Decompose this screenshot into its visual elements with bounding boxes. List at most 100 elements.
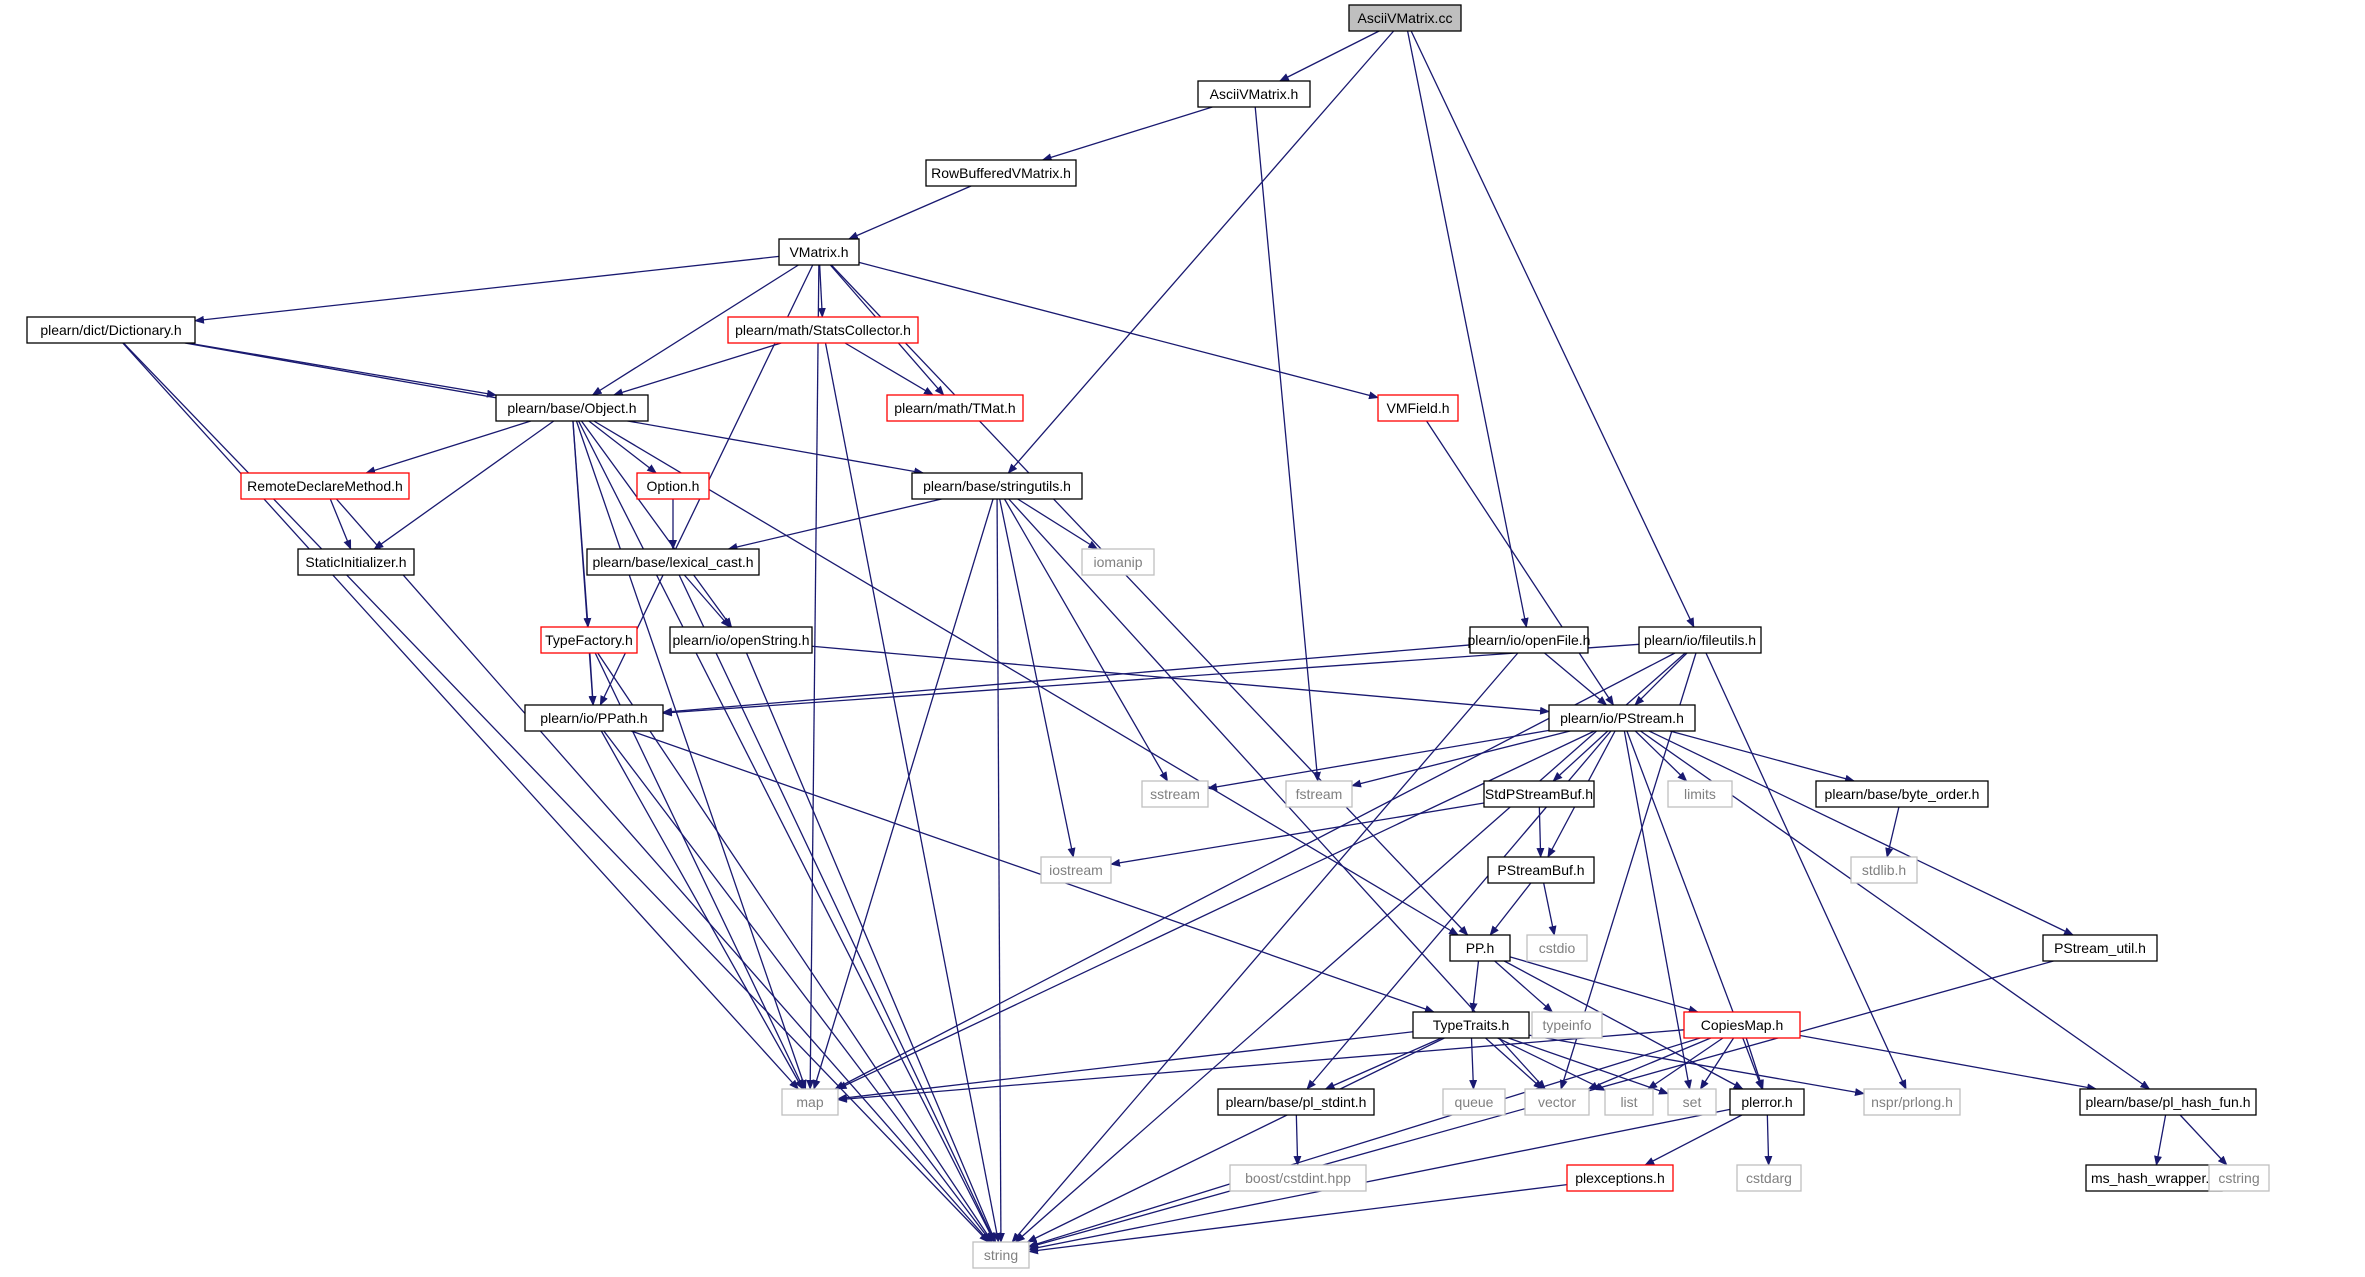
node-box bbox=[1548, 704, 1696, 732]
edge-root-to-openfile bbox=[1406, 30, 1529, 628]
node-plerror[interactable]: plerror.h bbox=[1729, 1088, 1805, 1116]
edge-root-to-avm_h bbox=[1278, 30, 1380, 82]
node-openfile[interactable]: plearn/io/openFile.h bbox=[1468, 626, 1591, 654]
edge-typetraits-to-queue bbox=[1469, 1037, 1478, 1090]
node-label: RowBufferedVMatrix.h bbox=[931, 165, 1071, 181]
node-label: plearn/math/StatsCollector.h bbox=[735, 322, 911, 338]
edge-openfile-to-string bbox=[1011, 652, 1519, 1243]
node-box bbox=[925, 159, 1077, 187]
node-psutil[interactable]: PStream_util.h bbox=[2042, 934, 2158, 962]
node-stats[interactable]: plearn/math/StatsCollector.h bbox=[727, 316, 919, 344]
node-box bbox=[636, 472, 710, 500]
edge-stats-to-object bbox=[612, 342, 782, 397]
node-box bbox=[1141, 780, 1209, 808]
node-typefactory[interactable]: TypeFactory.h bbox=[540, 626, 638, 654]
node-tmat[interactable]: plearn/math/TMat.h bbox=[886, 394, 1024, 422]
edge-typefactory-to-string bbox=[597, 652, 993, 1243]
node-box bbox=[886, 394, 1024, 422]
node-label: plearn/dict/Dictionary.h bbox=[40, 322, 181, 338]
edge-ppath-to-map bbox=[600, 730, 804, 1090]
edge-rbvm-to-vmatrix bbox=[848, 185, 972, 240]
edge-typetraits-to-string bbox=[1026, 1037, 1445, 1243]
node-limits: limits bbox=[1667, 780, 1733, 808]
node-box bbox=[778, 238, 860, 266]
edge-root-to-stringutils bbox=[1007, 30, 1395, 474]
edge-copiesmap-to-map bbox=[837, 1029, 1685, 1103]
node-openstring[interactable]: plearn/io/openString.h bbox=[669, 626, 813, 654]
node-dictionary[interactable]: plearn/dict/Dictionary.h bbox=[26, 316, 196, 344]
node-remote[interactable]: RemoteDeclareMethod.h bbox=[240, 472, 410, 500]
node-box bbox=[669, 626, 813, 654]
node-option[interactable]: Option.h bbox=[636, 472, 710, 500]
node-plhash[interactable]: plearn/base/pl_hash_fun.h bbox=[2079, 1088, 2257, 1116]
edge-stringutils-to-lexical bbox=[727, 498, 942, 551]
node-byteorder[interactable]: plearn/base/byte_order.h bbox=[1815, 780, 1989, 808]
node-box bbox=[495, 394, 649, 422]
node-box bbox=[1348, 4, 1462, 32]
node-pstream[interactable]: plearn/io/PStream.h bbox=[1548, 704, 1696, 732]
node-vmfield[interactable]: VMField.h bbox=[1377, 394, 1459, 422]
node-pp[interactable]: PP.h bbox=[1449, 934, 1511, 962]
node-string: string bbox=[972, 1241, 1030, 1269]
edge-fileutils-to-prlong bbox=[1705, 652, 1907, 1090]
node-box bbox=[1526, 934, 1588, 962]
node-static[interactable]: StaticInitializer.h bbox=[297, 548, 415, 576]
node-box bbox=[2042, 934, 2158, 962]
node-prlong: nspr/prlong.h bbox=[1863, 1088, 1961, 1116]
node-typetraits[interactable]: TypeTraits.h bbox=[1412, 1011, 1530, 1039]
node-object[interactable]: plearn/base/Object.h bbox=[495, 394, 649, 422]
node-root[interactable]: AsciiVMatrix.cc bbox=[1348, 4, 1462, 32]
edge-stringutils-to-map bbox=[812, 498, 994, 1090]
node-ppath[interactable]: plearn/io/PPath.h bbox=[524, 704, 664, 732]
node-copiesmap[interactable]: CopiesMap.h bbox=[1683, 1011, 1801, 1039]
edge-pstream-to-sstream bbox=[1207, 729, 1550, 791]
node-label: iostream bbox=[1049, 862, 1103, 878]
node-fileutils[interactable]: plearn/io/fileutils.h bbox=[1638, 626, 1762, 654]
edge-stringutils-to-sstream bbox=[1003, 498, 1169, 782]
node-box bbox=[1638, 626, 1762, 654]
edge-vmatrix-to-map bbox=[806, 264, 820, 1090]
node-box bbox=[1850, 856, 1918, 884]
node-label: nspr/prlong.h bbox=[1871, 1094, 1953, 1110]
edge-pstream-to-byteorder bbox=[1669, 730, 1856, 783]
node-box bbox=[1683, 1011, 1801, 1039]
edge-ppath-to-typetraits bbox=[630, 730, 1435, 1013]
node-box bbox=[1229, 1164, 1367, 1192]
node-label: plerror.h bbox=[1741, 1094, 1792, 1110]
edge-vmatrix-to-object bbox=[591, 264, 799, 396]
node-avm_h[interactable]: AsciiVMatrix.h bbox=[1197, 80, 1311, 108]
node-box bbox=[1483, 780, 1595, 808]
node-plexceptions[interactable]: plexceptions.h bbox=[1566, 1164, 1674, 1192]
edge-pstream-to-fstream bbox=[1351, 730, 1571, 788]
node-stdpsb[interactable]: StdPStreamBuf.h bbox=[1483, 780, 1595, 808]
edge-remote-to-static bbox=[329, 498, 352, 550]
node-mshash[interactable]: ms_hash_wrapper.h bbox=[2085, 1164, 2223, 1192]
node-label: typeinfo bbox=[1542, 1017, 1591, 1033]
node-box bbox=[1604, 1088, 1654, 1116]
edge-pstream-to-stdpsb bbox=[1552, 730, 1609, 782]
edge-stdpsb-to-psb bbox=[1536, 806, 1545, 858]
edge-stdpsb-to-iostream bbox=[1110, 802, 1485, 867]
node-rbvm[interactable]: RowBufferedVMatrix.h bbox=[925, 159, 1077, 187]
edge-pp-to-plerror bbox=[1503, 960, 1744, 1090]
edge-object-to-openstring bbox=[580, 420, 733, 628]
node-box bbox=[781, 1088, 839, 1116]
node-label: list bbox=[1620, 1094, 1637, 1110]
edge-openfile-to-pstream bbox=[1544, 652, 1608, 706]
edge-vmatrix-to-stats bbox=[817, 264, 826, 318]
edge-plhash-to-mshash bbox=[2154, 1114, 2167, 1166]
edge-plhash-to-cstring bbox=[2179, 1114, 2228, 1166]
node-vmatrix[interactable]: VMatrix.h bbox=[778, 238, 860, 266]
edge-remote-to-string bbox=[335, 498, 991, 1243]
edge-psb-to-pp bbox=[1489, 882, 1532, 936]
node-stringutils[interactable]: plearn/base/stringutils.h bbox=[911, 472, 1083, 500]
edge-lexical-to-string bbox=[678, 574, 996, 1243]
node-lexical[interactable]: plearn/base/lexical_cast.h bbox=[586, 548, 760, 576]
node-psb[interactable]: PStreamBuf.h bbox=[1487, 856, 1595, 884]
node-box bbox=[1197, 80, 1311, 108]
node-plstdint[interactable]: plearn/base/pl_stdint.h bbox=[1217, 1088, 1375, 1116]
node-label: plearn/base/pl_hash_fun.h bbox=[2085, 1094, 2250, 1110]
edge-stringutils-to-iostream bbox=[999, 498, 1076, 858]
node-label: StdPStreamBuf.h bbox=[1485, 786, 1593, 802]
edge-pp-to-typeinfo bbox=[1494, 960, 1554, 1013]
